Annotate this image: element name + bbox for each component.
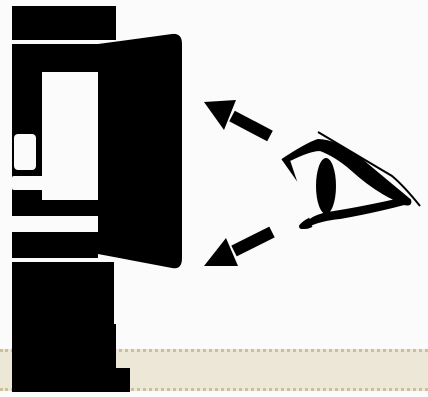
eye-icon [282,132,420,228]
display-panel [98,34,182,268]
arrow-to-upper-display [204,100,270,136]
arrow-to-lower-display [204,232,272,266]
